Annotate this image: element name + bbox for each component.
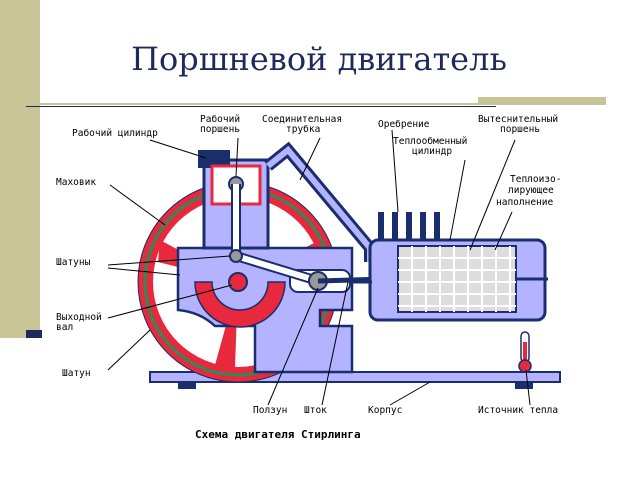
label-insulating-3: наполнение: [496, 197, 553, 208]
label-connecting-tube-2: трубка: [286, 124, 320, 135]
label-slider: Ползун: [253, 405, 287, 416]
leader-lines: [107, 129, 531, 406]
label-connecting-tube-1: Соединительная: [262, 114, 342, 125]
label-displacer-piston-2: поршень: [500, 124, 540, 135]
label-working-piston-1: Рабочий: [200, 114, 240, 125]
crank-disc: [194, 281, 286, 328]
base-foot-right: [515, 382, 533, 389]
label-insulating-1: Теплоизо-: [510, 174, 561, 185]
title-rule-dark: [26, 106, 496, 107]
label-displacer-piston-1: Вытеснительный: [478, 114, 558, 125]
working-cylinder-cap: [198, 150, 230, 168]
label-flywheel: Маховик: [56, 177, 96, 188]
accent-rule: [478, 97, 606, 105]
accent-bar: [0, 0, 40, 338]
label-working-piston-2: поршень: [200, 124, 240, 135]
label-rod: Шатун: [62, 368, 91, 379]
label-output-shaft-1: Выходной: [56, 312, 102, 323]
label-output-shaft-2: вал: [56, 322, 73, 333]
base-foot-left: [178, 382, 196, 389]
label-rods: Шатуны: [56, 257, 91, 268]
displacer-piston: [397, 245, 517, 313]
cooling-fins: [378, 212, 440, 248]
insulating-filling: [398, 246, 516, 312]
thermometer-icon: [518, 331, 532, 373]
label-housing: Корпус: [368, 405, 402, 416]
base-plate: [149, 371, 561, 383]
label-fins: Оребрение: [378, 119, 430, 130]
label-working-cylinder: Рабочий цилиндр: [72, 128, 158, 139]
accent-mark: [26, 330, 42, 338]
label-stem: Шток: [304, 405, 327, 416]
output-shaft: [228, 272, 248, 292]
rod-joint: [229, 249, 243, 263]
title-rule: [26, 103, 606, 105]
diagram-caption: Схема двигателя Стирлинга: [195, 428, 361, 441]
slide-title: Поршневой двигатель: [131, 40, 507, 78]
label-heat-exchange-2: цилиндр: [412, 146, 452, 157]
label-heat-exchange-1: Теплообменный: [393, 136, 467, 147]
label-heat-source: Источник тепла: [478, 405, 558, 416]
label-insulating-2: лирующее: [508, 185, 554, 196]
